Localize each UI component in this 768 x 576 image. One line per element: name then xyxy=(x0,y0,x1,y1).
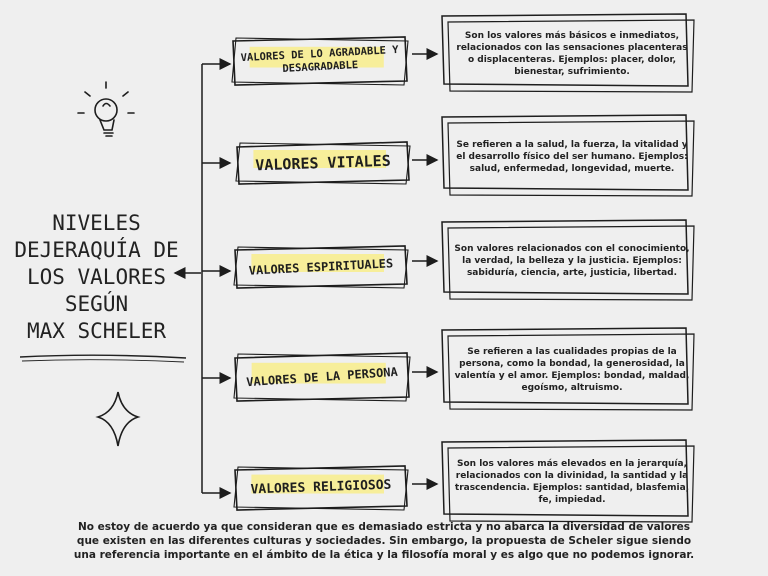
level-label-box-1: Valores de lo agradable y desagradable xyxy=(231,36,409,86)
level-label-box-5: Valores religiosos xyxy=(233,465,409,511)
level-description-4: Se refieren a las cualidades propias de … xyxy=(454,347,690,393)
title-underline xyxy=(19,354,187,359)
label-box-outline xyxy=(233,465,409,511)
description-box-outline xyxy=(441,439,695,523)
level-label-box-3: Valores espirituales xyxy=(233,245,409,289)
description-box-outline xyxy=(441,114,695,197)
level-label-box-2: Valores vitales xyxy=(235,141,411,185)
description-box-outline xyxy=(441,327,695,411)
level-label-box-4: Valores de la persona xyxy=(233,352,411,402)
footer-conclusion: No estoy de acuerdo ya que consideran qu… xyxy=(73,521,695,561)
level-description-2: Se refieren a la salud, la fuerza, la vi… xyxy=(456,139,688,174)
highlight-mark xyxy=(251,362,386,384)
description-box-outline xyxy=(441,13,695,93)
lightbulb-icon xyxy=(77,81,135,137)
level-label-1: Valores de lo agradable y desagradable xyxy=(240,43,399,75)
label-box-outline xyxy=(235,141,411,185)
description-box-4: Se refieren a las cualidades propias de … xyxy=(441,327,695,411)
level-description-3: Son valores relacionados con el conocimi… xyxy=(454,244,690,278)
diagram-title: NIVELES DEJERAQUÍA DE LOS VALORES SEGÚN … xyxy=(14,211,179,343)
level-label-3: Valores espirituales xyxy=(248,255,394,278)
description-box-5: Son los valores más elevados en la jerar… xyxy=(441,439,695,523)
highlight-mark xyxy=(251,254,384,272)
description-box-1: Son los valores más básicos e inmediatos… xyxy=(441,13,695,93)
highlight-mark xyxy=(251,474,384,494)
label-box-outline xyxy=(231,36,409,86)
level-label-5: Valores religiosos xyxy=(250,477,392,498)
description-box-outline xyxy=(441,219,695,301)
level-description-5: Son los valores más elevados en la jerar… xyxy=(454,459,690,505)
level-description-1: Son los valores más básicos e inmediatos… xyxy=(456,31,688,77)
highlight-mark xyxy=(253,150,386,168)
label-box-outline xyxy=(233,352,411,402)
description-box-2: Se refieren a la salud, la fuerza, la vi… xyxy=(441,114,695,197)
highlight-mark xyxy=(249,46,384,68)
label-box-outline xyxy=(233,245,409,289)
description-box-3: Son valores relacionados con el conocimi… xyxy=(441,219,695,301)
sparkle-icon xyxy=(95,391,141,447)
level-label-2: Valores vitales xyxy=(254,151,392,175)
